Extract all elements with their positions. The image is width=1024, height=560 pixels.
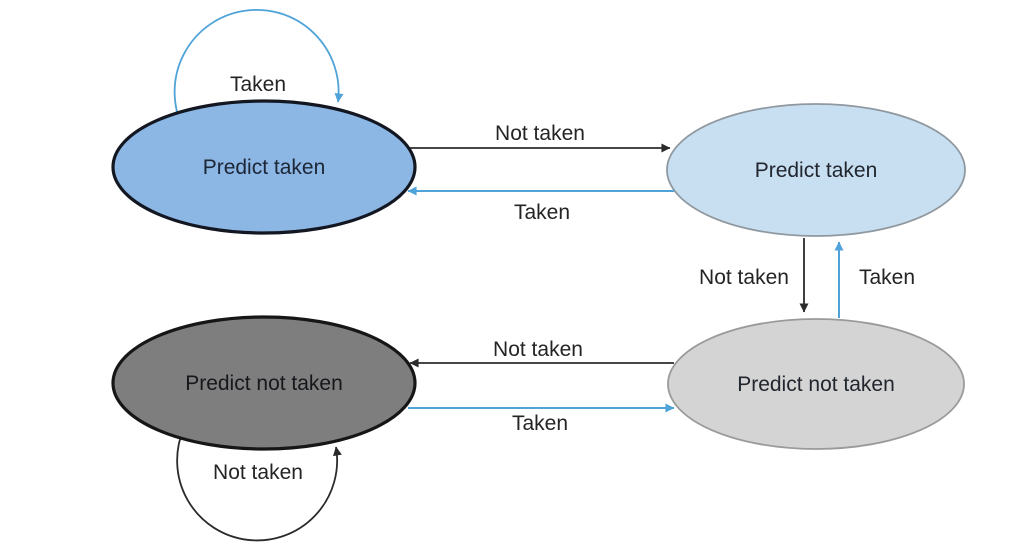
edge-label-taken-self-loop: Taken — [230, 73, 286, 96]
self-loop-not-taken-bottom-left — [176, 427, 342, 542]
self-loop-taken-top-left — [173, 9, 344, 129]
edge-label-not-taken-right: Not taken — [699, 266, 789, 289]
edge-label-not-taken-self-loop: Not taken — [213, 461, 303, 484]
edge-label-taken-right: Taken — [859, 266, 915, 289]
state-label-predict-not-taken-strong: Predict not taken — [185, 372, 343, 395]
state-predict-taken-strong — [111, 99, 417, 235]
edge-label-taken-top: Taken — [514, 201, 570, 224]
state-label-predict-taken-weak: Predict taken — [755, 159, 878, 182]
edge-label-not-taken-bottom: Not taken — [493, 338, 583, 361]
state-predict-taken-weak — [666, 103, 966, 237]
state-label-predict-not-taken-weak: Predict not taken — [737, 373, 895, 396]
edge-label-taken-bottom: Taken — [512, 412, 568, 435]
edge-label-not-taken-top: Not taken — [495, 122, 585, 145]
state-label-predict-taken-strong: Predict taken — [203, 156, 326, 179]
state-predict-not-taken-weak — [667, 318, 965, 450]
state-predict-not-taken-strong — [111, 315, 417, 451]
